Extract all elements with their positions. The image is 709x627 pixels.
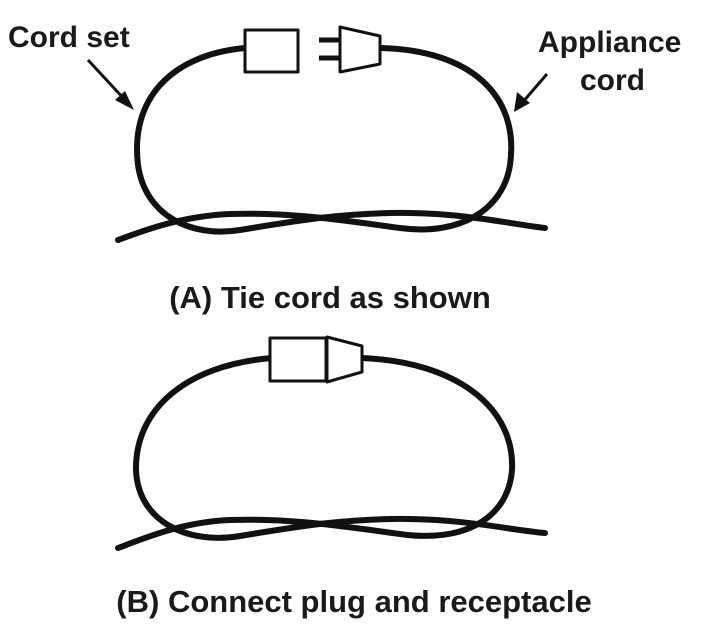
receptacle-a [243,28,300,74]
plug-b [325,335,364,384]
caption-step-b: (B) Connect plug and receptacle [116,584,591,619]
panel-b: (B) Connect plug and receptacle [115,335,592,619]
appliance-cord-line-b [115,355,516,551]
panel-a: Cord set Appliance cord (A) Tie cord as … [8,21,681,315]
cord-set-line-a [134,45,548,235]
receptacle-b [268,336,328,383]
cord-set-arrow-head [115,91,134,110]
cord-set-arrow-line [86,58,128,103]
appliance-cord-line-a [115,45,515,243]
plug-a [338,25,382,74]
appliance-cord-label-line2: cord [580,64,645,97]
appliance-cord-label-line1: Appliance [538,26,681,59]
cord-set-label: Cord set [8,21,130,54]
appliance-cord-arrow-line [520,73,549,104]
cord-set-line-b [132,355,548,541]
caption-step-a: (A) Tie cord as shown [169,280,491,315]
appliance-cord-arrow-head [514,92,530,112]
